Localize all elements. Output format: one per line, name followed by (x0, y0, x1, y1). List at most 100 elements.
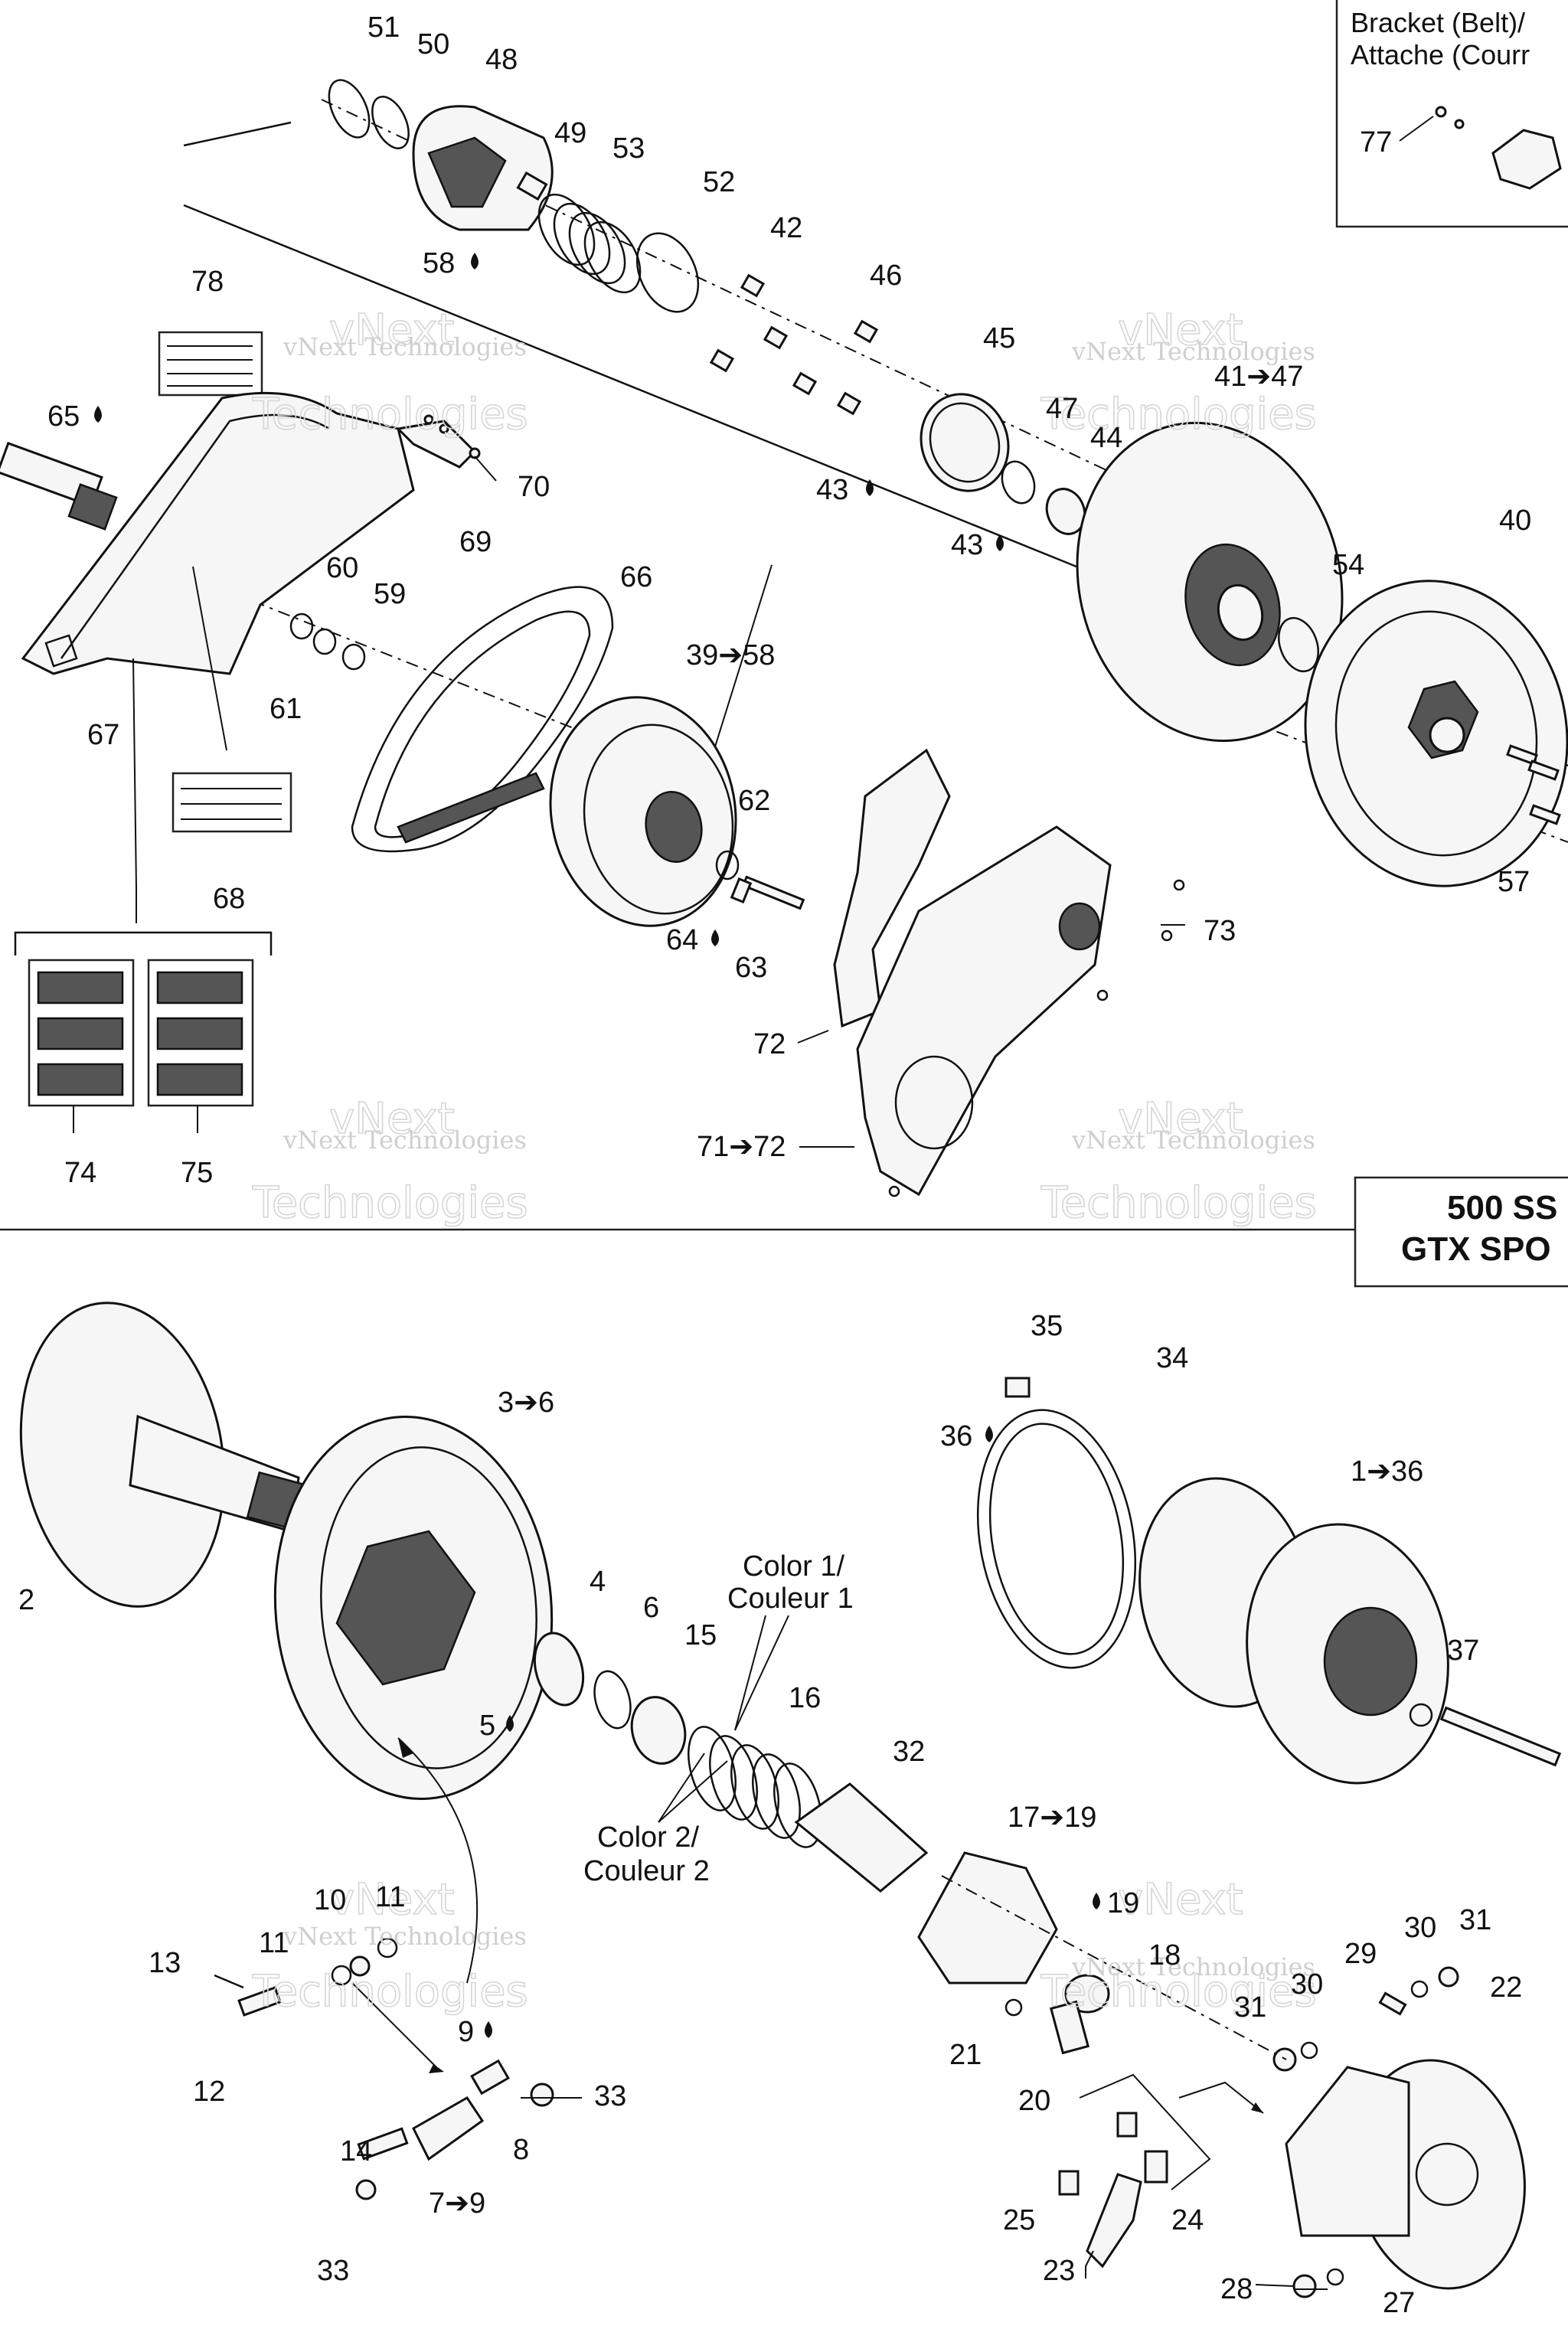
part-48-cam (427, 136, 507, 208)
callout-63: 63 (735, 952, 767, 984)
part-53-spring (537, 193, 642, 294)
watermark-6c: Technologies (1040, 1967, 1317, 2017)
callout-21: 21 (949, 2039, 982, 2071)
part-59-washer (341, 643, 366, 671)
bracket-belt-box: Bracket (Belt)/ Attache (Courr 77 (1335, 0, 1568, 228)
watermark-3: vNext Technologies (283, 1125, 527, 1155)
part-11-washer-b (377, 1937, 398, 1958)
model-box: 500 SS GTX SPO (1354, 1176, 1568, 1288)
callout-41-47: 41➔47 (1214, 361, 1303, 393)
watermark-5b: vNext (329, 1875, 455, 1925)
callout-51: 51 (368, 11, 400, 44)
part-17-19-spider (917, 1851, 1058, 1984)
part-54-washer (1278, 616, 1319, 673)
part-11-washer-a (331, 1965, 352, 1986)
part-45-bushing (920, 393, 1010, 492)
watermark-5: vNext Technologies (283, 1922, 527, 1951)
callout-37: 37 (1447, 1635, 1479, 1667)
callout-44: 44 (1090, 422, 1122, 454)
part-39-58-driven-pulley (549, 696, 737, 927)
callout-32: 32 (893, 1736, 925, 1768)
part-72-panel (833, 748, 951, 1028)
part-49-key (516, 171, 548, 201)
callout-22: 22 (1490, 1971, 1522, 2004)
callout-53: 53 (612, 132, 645, 165)
watermark-4: vNext Technologies (1071, 1125, 1315, 1155)
part-22-housing (1285, 2059, 1526, 2290)
callout-39-58: 39➔58 (686, 639, 775, 671)
callout-49: 49 (554, 117, 586, 149)
part-30-washer-b (1300, 2041, 1318, 2060)
callout-50: 50 (417, 28, 449, 60)
part-34-ring-gear (976, 1409, 1137, 1669)
part-20-screw (1049, 2000, 1090, 2055)
part-24-screw-b (1116, 2112, 1138, 2138)
part-10-roller (349, 1955, 371, 1977)
drop-icon (471, 253, 479, 270)
part-71-72-housing (856, 825, 1112, 1197)
part-4-bushing (533, 1632, 585, 1707)
watermark-4c: Technologies (1040, 1178, 1317, 1228)
part-16-spring (688, 1726, 822, 1848)
callout-15: 15 (684, 1619, 717, 1651)
callout-46: 46 (870, 260, 902, 292)
decal-75 (147, 959, 254, 1107)
leader-39-58 (704, 564, 773, 782)
part-2-sheave (19, 1302, 305, 1608)
callout-17-19: 17➔19 (1008, 1802, 1096, 1834)
part-21-washer (1004, 1998, 1023, 2017)
callout-74: 74 (64, 1157, 96, 1189)
watermark-6: vNext Technologies (1071, 1952, 1315, 1981)
callout-61: 61 (270, 693, 302, 725)
lubricant-drop-icons (94, 253, 1100, 2038)
callout-2: 2 (18, 1584, 34, 1616)
drop-icon (485, 2021, 492, 2038)
bracket-box-title-1: Bracket (Belt)/ (1351, 7, 1525, 38)
part-25-screw (1058, 2170, 1080, 2196)
callout-12: 12 (193, 2076, 225, 2108)
callout-35: 35 (1031, 1310, 1063, 1342)
callout-6: 6 (643, 1592, 659, 1624)
drop-icon (985, 1426, 993, 1442)
decal-68 (172, 772, 292, 833)
watermark-2b: vNext (1118, 305, 1243, 355)
callout-20: 20 (1018, 2085, 1050, 2117)
callout-34: 34 (1156, 1342, 1188, 1374)
part-23-arm (1086, 2173, 1142, 2269)
part-12-pin (237, 1986, 282, 2017)
drop-icon (506, 1715, 514, 1732)
callout-19: 19 (1107, 1887, 1139, 1919)
part-27-washer (1326, 2268, 1344, 2286)
callout-33b: 33 (317, 2255, 349, 2287)
part-30-washer-a (1410, 1980, 1429, 1998)
callout-64: 64 (666, 924, 698, 956)
callout-47: 47 (1046, 393, 1078, 425)
drop-icon (996, 534, 1004, 551)
callout-70: 70 (518, 471, 550, 503)
callout-78: 78 (191, 266, 224, 298)
drop-icon (94, 406, 102, 423)
callout-43a: 43 (816, 474, 848, 506)
part-52-ring (635, 232, 700, 313)
watermarks: vNext Technologies vNext Technologies vN… (251, 305, 1317, 2017)
callout-7-9: 7➔9 (429, 2187, 485, 2220)
part-47-ring (1001, 460, 1036, 505)
bracket-box-title-2: Attache (Courr (1351, 39, 1530, 70)
model-line-1: 500 SS (1447, 1189, 1557, 1227)
callouts-top: 51 50 48 49 53 52 58 42 46 45 47 44 43 4… (47, 11, 1531, 1189)
watermark-4b: vNext (1118, 1094, 1243, 1144)
callout-52: 52 (703, 166, 735, 198)
callout-40: 40 (1499, 505, 1531, 537)
part-42-46-sliders (709, 273, 879, 416)
callout-11a: 11 (375, 1881, 405, 1913)
part-6-ring (593, 1670, 632, 1730)
callout-67: 67 (87, 719, 119, 751)
part-67-belt-guard (21, 391, 415, 675)
color1-label-2: Couleur 1 (727, 1583, 854, 1615)
decal-74 (28, 959, 135, 1107)
part-73-screw (1173, 879, 1185, 891)
part-31-nut-a (1438, 1966, 1459, 1988)
callout-60: 60 (326, 552, 358, 584)
watermark-1: vNext Technologies (283, 332, 527, 361)
